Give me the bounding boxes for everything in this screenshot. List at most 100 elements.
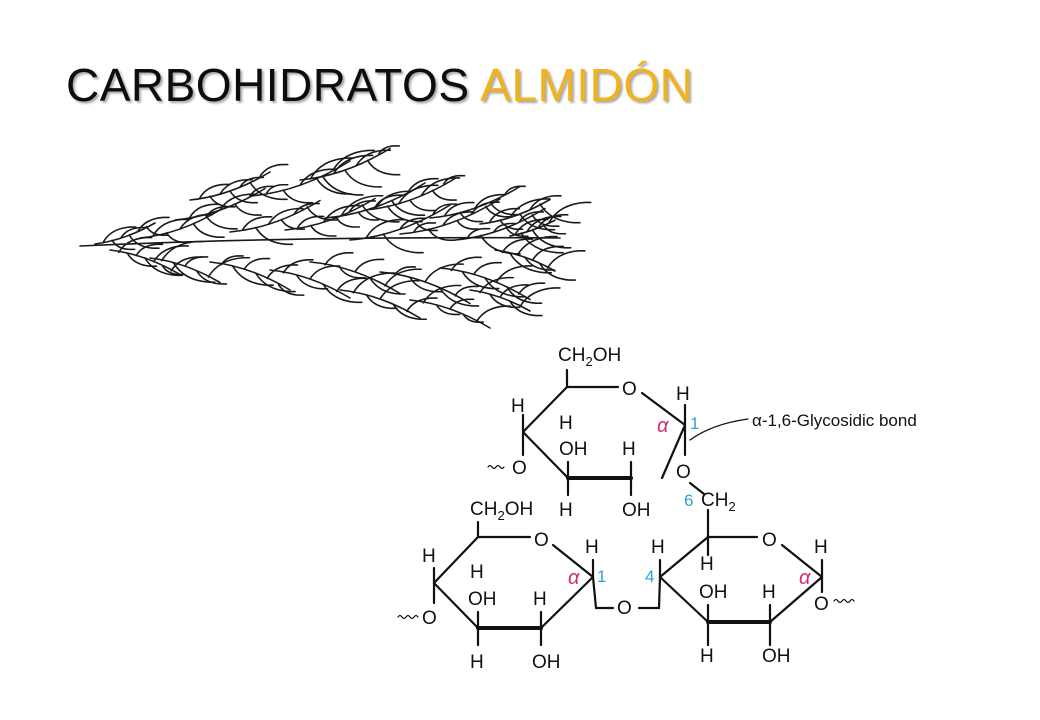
branch-stroke (229, 199, 321, 233)
branch-stroke (432, 203, 458, 215)
branch-stroke (499, 284, 530, 299)
branch-stroke (415, 221, 439, 232)
link-c6-group: CH2 (701, 490, 736, 514)
branch-stroke (361, 204, 400, 223)
branch-stroke (439, 287, 480, 307)
branch-stroke (293, 202, 321, 215)
top-c3-hydrogen-up: H (559, 413, 573, 434)
branch-stroke (548, 201, 592, 223)
branch-stroke (537, 214, 569, 229)
right-c4-number: 4 (645, 567, 654, 586)
branch-stroke (505, 226, 529, 238)
top-ring-oxygen: O (622, 379, 637, 400)
right-c1-hydrogen: H (814, 537, 828, 558)
right-ring-bonds (657, 508, 824, 647)
branch-stroke (189, 203, 221, 218)
branch-stroke (407, 177, 439, 193)
link-c6-number: 6 (684, 491, 693, 510)
branch-stroke (355, 149, 392, 167)
branch-stroke (94, 222, 156, 245)
branch-stroke (184, 256, 209, 267)
left-ring-bonds (432, 520, 661, 647)
branch-stroke (390, 199, 426, 217)
branch-stroke (517, 282, 546, 295)
branch-stroke (335, 216, 361, 228)
branch-stroke (546, 250, 586, 269)
top-c2-hydrogen-up: H (622, 439, 636, 460)
branch-stroke (461, 271, 500, 290)
branch-stroke (209, 195, 236, 208)
branch-stroke (467, 227, 491, 239)
wavy-bond-right (833, 598, 855, 604)
left-c4-hydrogen: H (422, 546, 436, 567)
wavy-bond-left (397, 614, 419, 620)
branch-stroke (297, 215, 325, 229)
branch-stroke (242, 215, 273, 231)
branch-stroke (369, 277, 406, 295)
branch-stroke (442, 211, 475, 227)
branch-stroke (456, 219, 480, 230)
branch-stroke (267, 207, 304, 226)
top-ring-bonds (521, 368, 706, 497)
branch-stroke (243, 257, 271, 270)
branch-stroke (344, 169, 383, 188)
branch-stroke (384, 268, 423, 287)
branch-stroke (332, 149, 376, 171)
branch-stroke (504, 185, 526, 195)
branch-stroke (516, 235, 558, 256)
branch-stroke (399, 198, 501, 235)
branch-stroke (413, 222, 437, 233)
branch-stroke (462, 313, 485, 323)
branch-stroke (249, 181, 288, 201)
left-c1-number: 1 (597, 567, 606, 586)
branch-stroke (435, 304, 461, 316)
branch-stroke (524, 256, 555, 271)
branch-stroke (489, 207, 521, 223)
branch-stroke (365, 218, 405, 238)
branch-stroke (382, 233, 424, 254)
branch-stroke (348, 200, 377, 213)
branch-stroke (492, 222, 517, 234)
branch-stroke (204, 213, 238, 230)
branch-stroke (340, 194, 384, 216)
right-alpha-label: α (799, 567, 811, 589)
slide-title: CARBOHIDRATOS ALMIDÓN (66, 58, 693, 112)
branch-stroke (422, 284, 462, 304)
right-c2-hydroxyl: OH (762, 646, 791, 667)
right-c3-hydroxyl: OH (699, 582, 728, 603)
branch-stroke (386, 205, 423, 223)
top-alpha-label: α (657, 415, 669, 437)
branch-stroke (209, 261, 291, 291)
right-c1-oxygen: O (814, 594, 829, 615)
branch-stroke (135, 243, 164, 257)
branch-stroke (520, 232, 564, 254)
branch-stroke (366, 159, 401, 176)
branch-stroke (539, 263, 577, 281)
branch-stroke (484, 205, 512, 218)
branch-stroke (489, 293, 521, 309)
top-c1-number: 1 (690, 414, 699, 433)
left-c6-group: CH2OH (470, 499, 533, 523)
branch-stroke (161, 264, 185, 276)
branch-stroke (420, 177, 461, 197)
branch-stroke (409, 199, 436, 212)
branch-stroke (219, 193, 256, 211)
branch-stroke (102, 226, 137, 243)
right-ring-oxygen: O (762, 530, 777, 551)
top-c4-oxygen: O (512, 458, 527, 479)
branch-stroke (321, 175, 364, 196)
branch-stroke (170, 256, 204, 272)
branch-stroke (459, 211, 484, 223)
branch-stroke (282, 189, 314, 204)
right-c3-hydrogen-down: H (700, 646, 714, 667)
branch-stroke (539, 203, 581, 224)
left-c3-hydroxyl: OH (468, 589, 497, 610)
bridge-oxygen: O (617, 598, 632, 619)
branch-stroke (506, 286, 543, 304)
top-c3-hydrogen-down: H (559, 500, 573, 521)
branch-stroke (354, 258, 385, 273)
branch-stroke (472, 261, 502, 276)
branch-stroke (499, 219, 524, 230)
branch-stroke (295, 274, 329, 290)
branch-stroke (79, 236, 561, 247)
